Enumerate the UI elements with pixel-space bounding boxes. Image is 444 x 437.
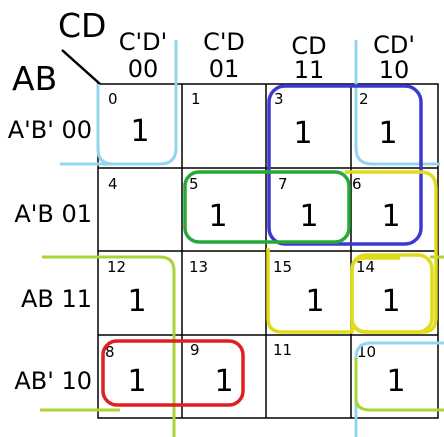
group-loop-cells-5-7 [183, 170, 351, 244]
cell-index: 7 [278, 175, 288, 193]
group-loop-quad-3-2-7-6 [267, 84, 423, 246]
row-label: A'B 01 [14, 200, 92, 228]
cell-index: 13 [189, 258, 208, 276]
row-label: A'B' 00 [8, 116, 92, 144]
group-loop-cells-0-2 [96, 40, 178, 166]
col-literal: C'D [203, 28, 245, 56]
group-loop-cells-8-9 [101, 339, 245, 407]
cell-index: 0 [108, 90, 118, 108]
cell-value: 1 [378, 116, 397, 151]
corner-cd-label: CD [58, 6, 106, 45]
cell-index: 3 [274, 90, 284, 108]
cell-index: 10 [357, 343, 376, 361]
cell-value: 1 [293, 116, 312, 151]
cell-value: 1 [299, 199, 318, 234]
cell-value: 1 [127, 284, 146, 319]
cell-index: 14 [356, 258, 375, 276]
cell-value: 1 [305, 284, 324, 319]
map-grid [97, 83, 439, 419]
col-code: 01 [209, 55, 240, 83]
cell-value: 1 [208, 199, 227, 234]
col-literal: CD' [373, 31, 415, 59]
map-cells: 0 1 1 3 1 2 1 4 5 1 7 1 6 1 12 1 13 15 1… [105, 90, 406, 399]
cell-index: 2 [359, 90, 369, 108]
cell-index: 5 [189, 175, 199, 193]
cell-index: 1 [191, 90, 201, 108]
cell-index: 12 [107, 258, 126, 276]
col-code: 00 [128, 55, 159, 83]
cell-index: 8 [105, 343, 115, 361]
cell-index: 15 [273, 258, 292, 276]
corner-ab-label: AB [12, 59, 57, 98]
group-loop-cells-12-8 [42, 255, 176, 437]
cell-value: 1 [381, 284, 400, 319]
cell-value: 1 [130, 114, 149, 149]
cell-value: 1 [127, 364, 146, 399]
row-label: AB' 10 [14, 367, 92, 395]
group-loops [40, 40, 444, 437]
cell-value: 1 [214, 364, 233, 399]
cell-index: 4 [108, 175, 118, 193]
group-loop-cell-10 [354, 341, 444, 437]
col-code: 11 [294, 56, 325, 84]
row-labels: A'B' 00 A'B 01 AB 11 AB' 10 [8, 116, 92, 395]
group-loop-cells-0-2 [354, 40, 440, 166]
group-loop-cell-14 [350, 253, 434, 334]
cell-value: 1 [381, 199, 400, 234]
cell-value: 1 [386, 364, 405, 399]
column-headers: C'D' 00 C'D 01 CD 11 CD' 10 [119, 28, 415, 84]
group-loop-cell-10 [354, 358, 444, 412]
cell-index: 9 [190, 341, 200, 359]
corner-diagonal [61, 49, 101, 85]
cell-index: 11 [273, 341, 292, 359]
cell-index: 6 [352, 175, 362, 193]
col-literal: C'D' [119, 28, 167, 56]
col-code: 10 [379, 56, 410, 84]
row-label: AB 11 [21, 285, 92, 313]
col-literal: CD [291, 32, 326, 60]
